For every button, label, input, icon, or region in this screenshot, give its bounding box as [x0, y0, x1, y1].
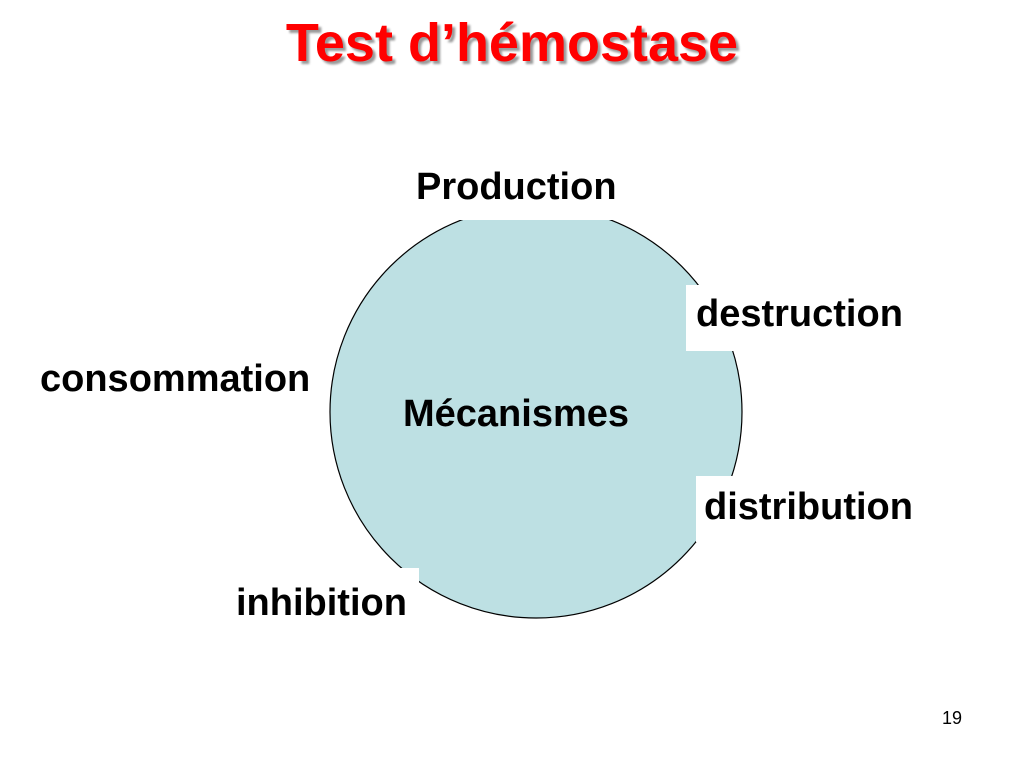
label-consommation: consommation — [30, 344, 323, 410]
label-production: Production — [406, 164, 627, 220]
label-distribution: distribution — [696, 476, 919, 542]
page-number: 19 — [941, 708, 962, 728]
center-label-mecanismes: Mécanismes — [403, 393, 630, 435]
label-inhibition: inhibition — [226, 568, 419, 636]
label-destruction: destruction — [686, 285, 909, 351]
slide-title: Test d’hémostase — [285, 13, 739, 73]
